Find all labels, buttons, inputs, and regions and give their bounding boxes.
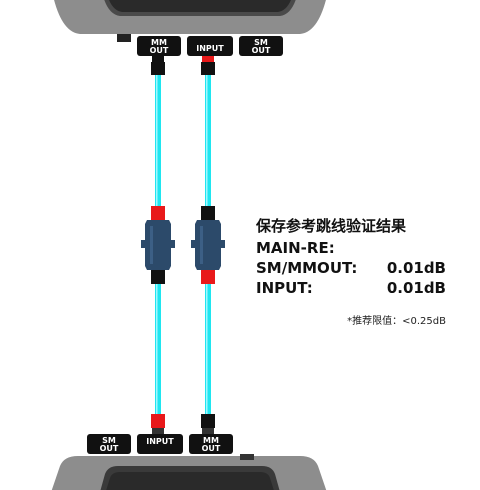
result-row-label: INPUT: <box>256 279 313 297</box>
top-connector-left <box>151 56 165 75</box>
top-port-sm-label-2: OUT <box>252 46 271 55</box>
verification-result: 保存参考跳线验证结果 MAIN-RE: SM/MMOUT: 0.01dB INP… <box>256 216 446 327</box>
bottom-port-sm-label-1: SM <box>102 436 116 445</box>
bottom-port-sm-label-2: OUT <box>100 444 119 453</box>
bottom-port-mm-label-2: OUT <box>202 444 221 453</box>
fiber-cable-left <box>155 74 161 414</box>
top-port-mm-label-1: MM <box>151 38 167 47</box>
top-connector-right <box>201 56 215 75</box>
result-row-value: 0.01dB <box>386 259 446 277</box>
result-device: MAIN-RE: <box>256 239 335 257</box>
result-device-row: MAIN-RE: <box>256 238 446 258</box>
bottom-port-input <box>137 434 183 454</box>
top-port-input-label: INPUT <box>196 44 224 53</box>
recommended-limit-note: *推荐限值：<0.25dB <box>347 316 446 327</box>
top-port-mm-out <box>137 36 181 56</box>
result-row-input: INPUT: 0.01dB <box>256 278 446 298</box>
bottom-connector-left <box>151 414 165 434</box>
bottom-port-mm-out <box>189 434 233 454</box>
top-port-input <box>187 36 233 56</box>
bottom-port-sm-out <box>87 434 131 454</box>
adapter-right <box>191 206 225 284</box>
result-title: 保存参考跳线验证结果 <box>256 217 407 235</box>
top-port-sm-out <box>239 36 283 56</box>
bottom-device: SM OUT INPUT MM OUT <box>51 434 327 490</box>
fiber-cable-right <box>205 74 211 414</box>
bottom-port-input-label: INPUT <box>146 437 174 446</box>
result-row-value: 0.01dB <box>386 279 446 297</box>
result-row-sm-mmout: SM/MMOUT: 0.01dB <box>256 258 446 278</box>
adapter-left <box>141 206 175 284</box>
top-port-sm-label-1: SM <box>254 38 268 47</box>
top-device: MM OUT INPUT SM OUT <box>54 0 326 56</box>
bottom-connector-right <box>201 414 215 434</box>
top-port-mm-label-2: OUT <box>150 46 169 55</box>
bottom-port-mm-label-1: MM <box>203 436 219 445</box>
result-row-label: SM/MMOUT: <box>256 259 358 277</box>
